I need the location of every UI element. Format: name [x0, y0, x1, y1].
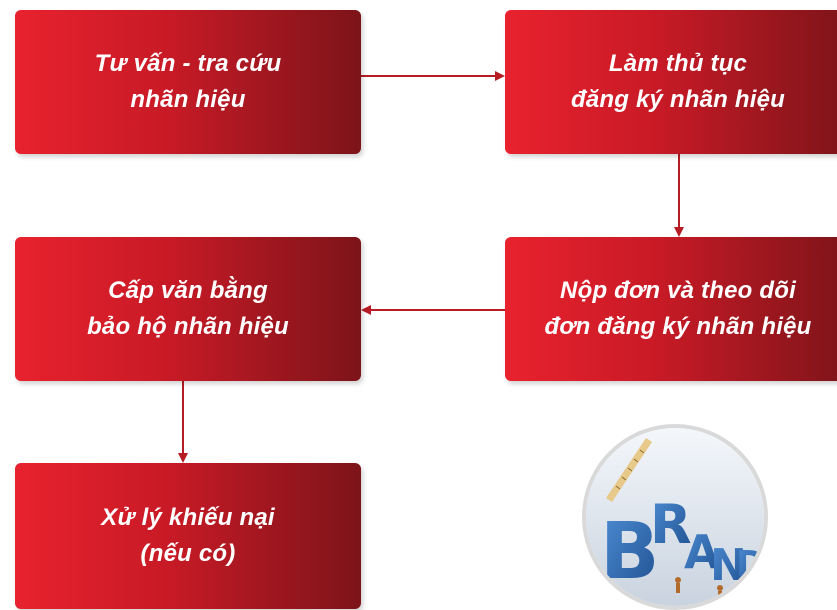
step-box-submit: Nộp đơn và theo dõi đơn đăng ký nhãn hiệ…: [505, 237, 837, 381]
step-label: Tư vấn - tra cứu nhãn hiệu: [94, 50, 282, 113]
step-label: Nộp đơn và theo dõi đơn đăng ký nhãn hiệ…: [544, 277, 812, 340]
step-label: Xử lý khiếu nại (nếu có): [101, 504, 275, 567]
measuring-tape-icon: [606, 438, 652, 502]
brand-letter: A: [684, 525, 720, 579]
step-label: Cấp văn bằng bảo hộ nhãn hiệu: [87, 277, 289, 340]
brand-illustration: B R A N D: [586, 428, 764, 606]
brand-image: B R A N D: [582, 424, 768, 610]
step-box-consult: Tư vấn - tra cứu nhãn hiệu: [15, 10, 361, 154]
step-box-complaint: Xử lý khiếu nại (nếu có): [15, 463, 361, 609]
step-box-register: Làm thủ tục đăng ký nhãn hiệu: [505, 10, 837, 154]
brand-letter: R: [650, 493, 692, 556]
step-label: Làm thủ tục đăng ký nhãn hiệu: [570, 50, 786, 113]
step-box-certificate: Cấp văn bằng bảo hộ nhãn hiệu: [15, 237, 361, 381]
